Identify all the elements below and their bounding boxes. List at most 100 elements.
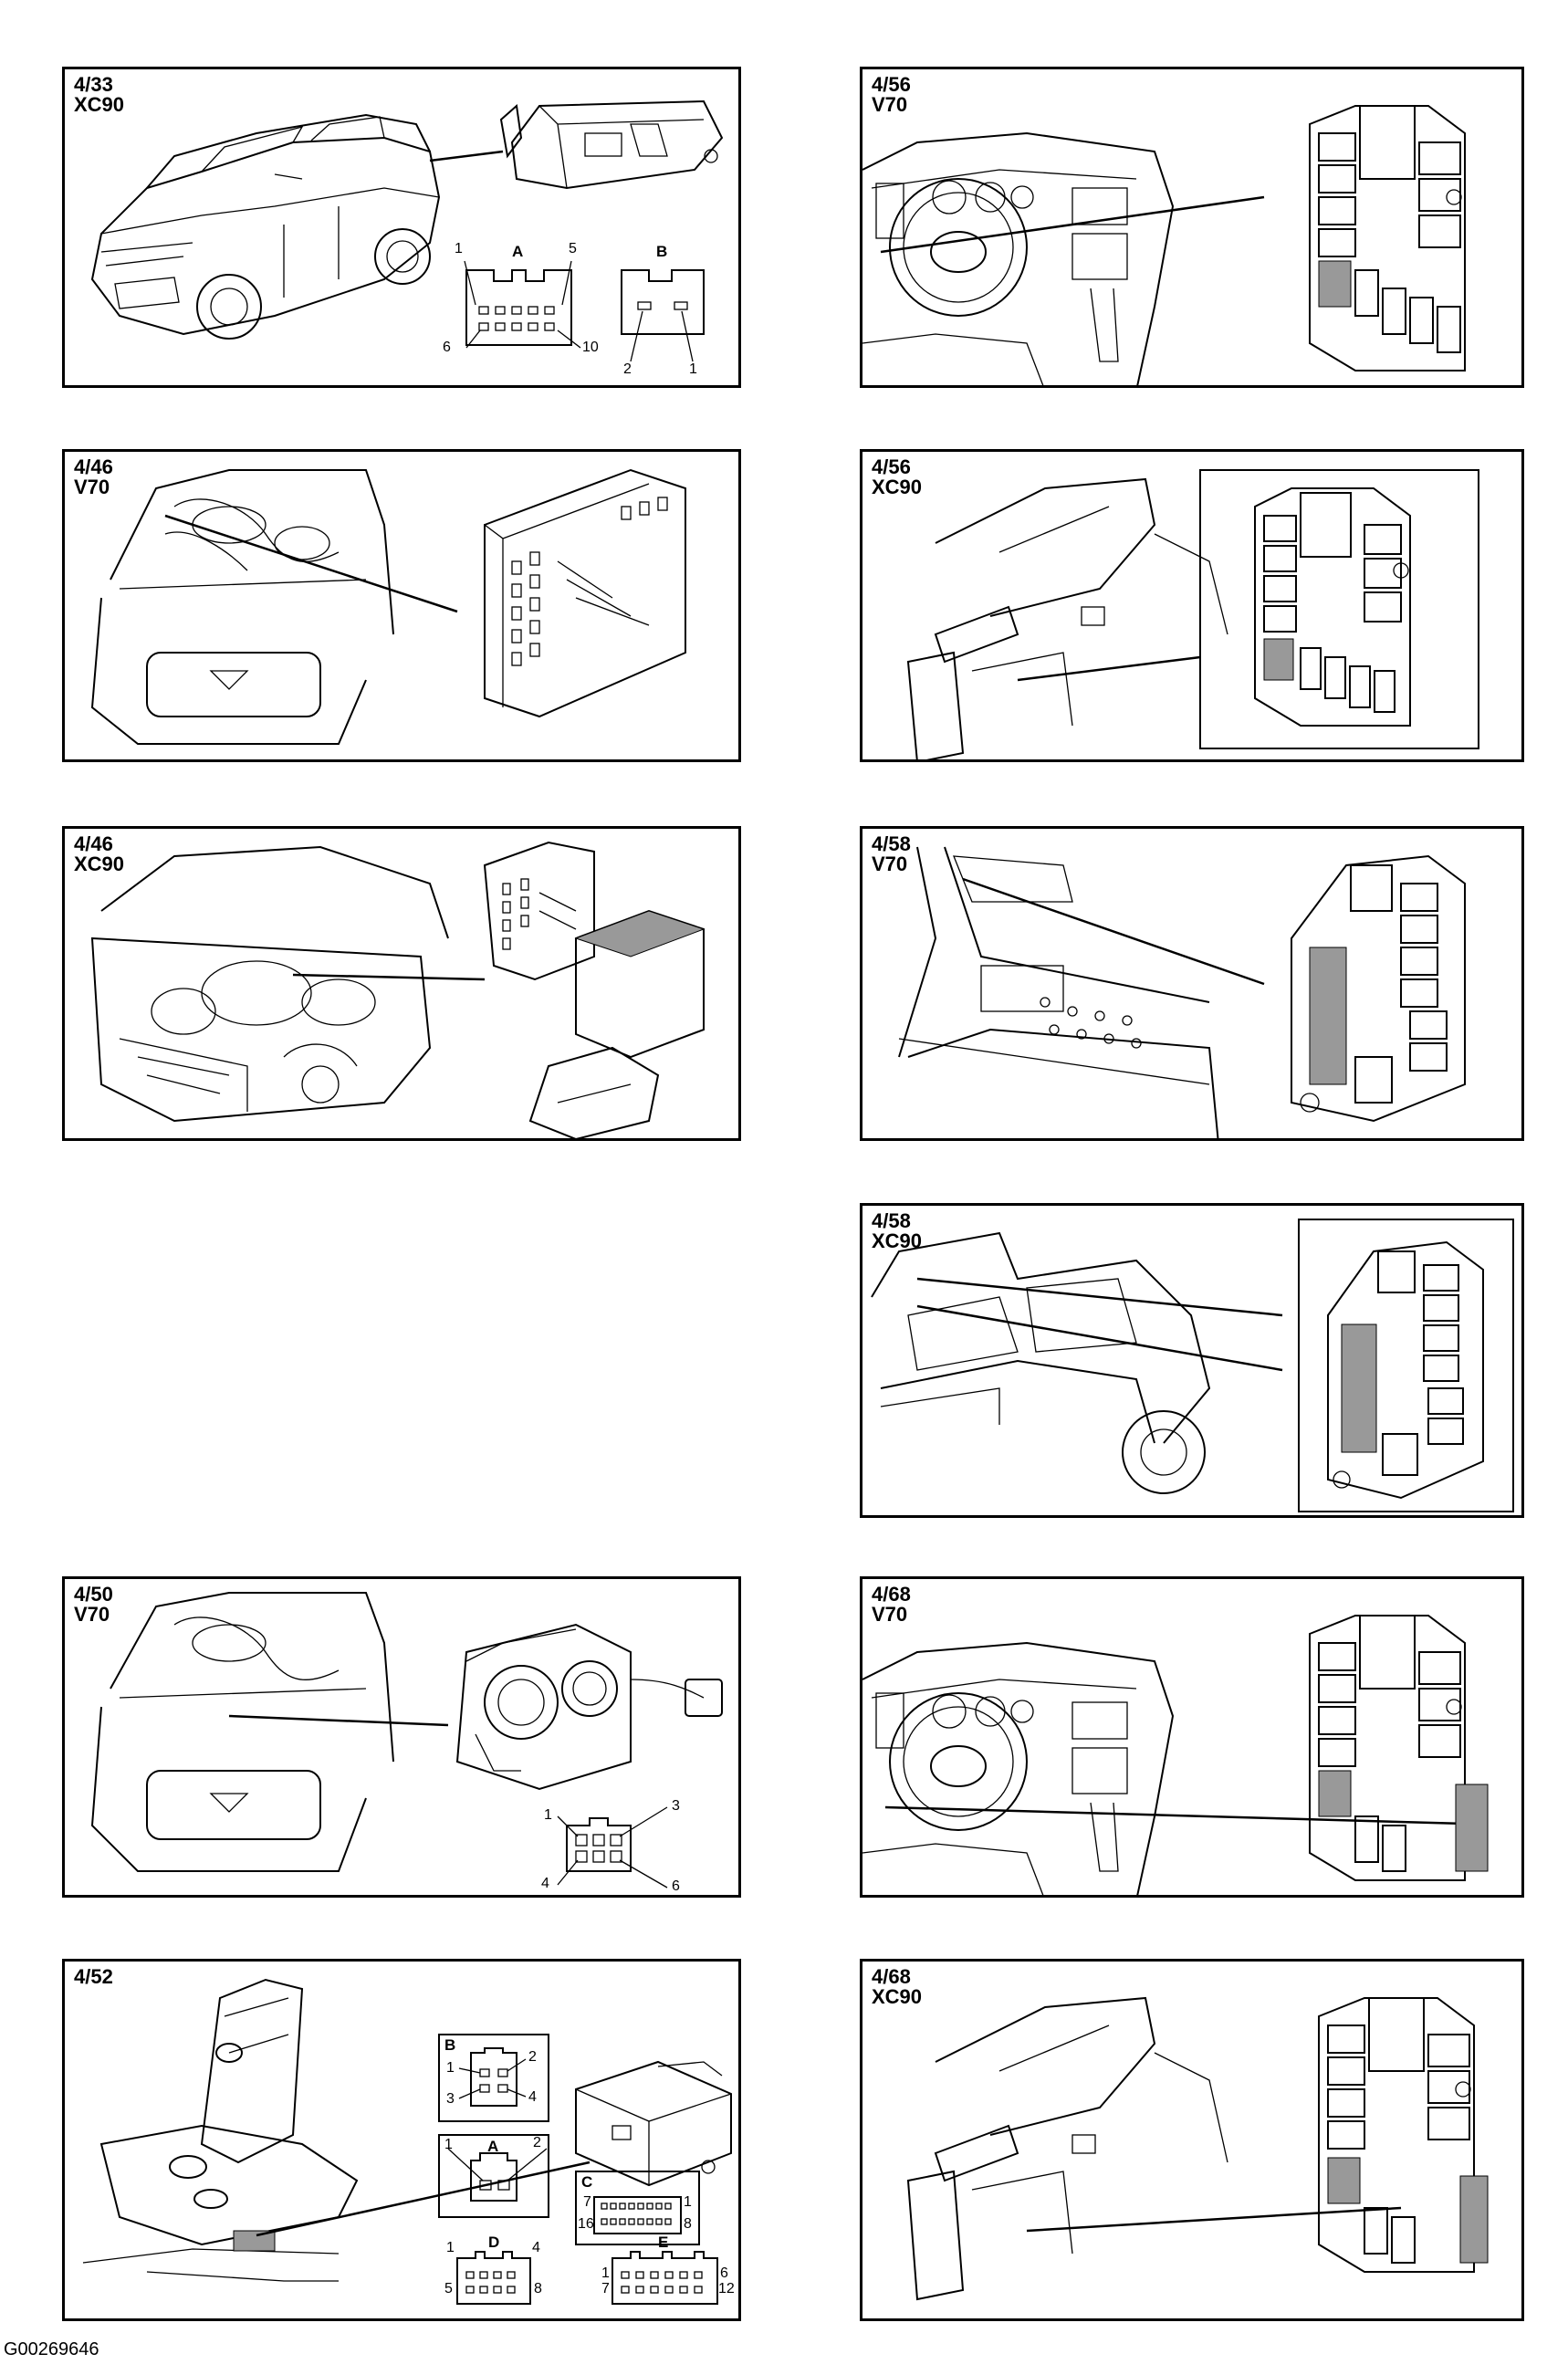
panel-label: 4/56 XC90 [872, 457, 922, 497]
panel-model: XC90 [872, 1985, 923, 2008]
connector-a [464, 260, 581, 349]
fuse-relay-box-drawing [1327, 1240, 1484, 1500]
pin-label: 2 [528, 2049, 537, 2065]
panel-code: 4/58 [872, 832, 911, 855]
panel-4-58-v70: 4/58 V70 [860, 826, 1524, 1141]
dashboard-side-illustration [906, 1996, 1402, 2301]
pin-label: 1 [444, 2137, 453, 2152]
cargo-area-illustration [898, 846, 1265, 1138]
panel-code: 4/52 [74, 1965, 113, 1988]
pin-label: 5 [444, 2281, 453, 2297]
pin-label: 6 [720, 2265, 728, 2281]
panel-code: 4/56 [872, 73, 911, 96]
panel-4-46-v70: 4/46 V70 [62, 449, 741, 762]
pin-label: 1 [455, 241, 463, 256]
pin-label: 1 [446, 2240, 455, 2255]
panel-label: 4/68 XC90 [872, 1967, 922, 2007]
ecm-module-drawing [484, 468, 686, 718]
pin-label: 3 [672, 1798, 680, 1814]
dashboard-side-illustration [906, 469, 1479, 759]
pin-label: 12 [718, 2281, 735, 2297]
pin-label: 5 [569, 241, 577, 256]
engine-bay-illustration [90, 469, 458, 745]
figure-code: G00269646 [4, 2339, 99, 2359]
connector-a-label: A [512, 243, 524, 260]
pin-label: 1 [544, 1807, 552, 1823]
panel-label: 4/46 XC90 [74, 834, 124, 874]
panel-code: 4/46 [74, 455, 113, 478]
connector-e-label: E [658, 2234, 669, 2251]
connector-d-label: D [488, 2234, 500, 2251]
pin-label: 4 [528, 2089, 537, 2105]
pin-label: 6 [443, 340, 451, 355]
pin-label: 10 [582, 340, 599, 355]
panel-label: 4/33 XC90 [74, 75, 124, 115]
panel-4-33-xc90: 4/33 XC90 [62, 67, 741, 388]
pin-label: 1 [601, 2265, 610, 2281]
throttle-body-drawing [455, 1623, 723, 1791]
fuse-relay-box-drawing [1309, 105, 1466, 371]
pin-label: 4 [541, 1876, 549, 1891]
pin-label: 4 [532, 2240, 540, 2255]
connector-a [438, 2134, 549, 2218]
panel-4-68-xc90: 4/68 XC90 [860, 1959, 1524, 2321]
panel-model: XC90 [74, 853, 125, 875]
engine-bay-illustration [90, 1592, 449, 1872]
pin-label: 6 [672, 1878, 680, 1894]
panel-label: 4/52 [74, 1967, 113, 1987]
panel-4-68-v70: 4/68 V70 [860, 1576, 1524, 1898]
panel-code: 4/68 [872, 1965, 911, 1988]
xc90-suv-illustration [90, 99, 724, 340]
panel-4-52: 4/52 [62, 1959, 741, 2321]
panel-label: 4/46 V70 [74, 457, 113, 497]
connector-b-label: B [656, 243, 668, 260]
pin-label: 8 [534, 2281, 542, 2297]
pin-label: 1 [689, 361, 697, 377]
engine-bay-illustration [90, 845, 486, 1123]
panel-4-50-v70: 4/50 V70 1 3 4 6 [62, 1576, 741, 1898]
connector-a-label: A [487, 2138, 499, 2155]
pin-label: 7 [583, 2194, 591, 2210]
connector-e [612, 2251, 718, 2305]
seat-module-drawing [575, 2060, 732, 2187]
panel-model: XC90 [74, 93, 125, 116]
panel-model: XC90 [872, 476, 923, 498]
seat-illustration [82, 1978, 591, 2282]
pin-label: 2 [533, 2135, 541, 2150]
panel-4-56-xc90: 4/56 XC90 [860, 449, 1524, 762]
pin-label: 1 [684, 2194, 692, 2210]
panel-4-46-xc90: 4/46 XC90 [62, 826, 741, 1141]
connector-b-label: B [444, 2036, 456, 2054]
panel-code: 4/68 [872, 1583, 911, 1606]
ecm-module-drawing [483, 841, 706, 1138]
connector-c-label: C [581, 2173, 593, 2191]
fuse-relay-box-drawing [1318, 1997, 1489, 2273]
pin-label: 3 [446, 2091, 455, 2107]
connector-b [438, 2034, 549, 2122]
panel-code: 4/56 [872, 455, 911, 478]
panel-model: V70 [872, 853, 908, 875]
panel-model: V70 [872, 93, 908, 116]
panel-model: XC90 [872, 1229, 923, 1252]
dashboard-illustration [862, 131, 1265, 385]
panel-4-58-xc90: 4/58 XC90 [860, 1203, 1524, 1518]
pin-label: 2 [623, 361, 632, 377]
panel-4-56-v70: 4/56 V70 [860, 67, 1524, 388]
fuse-relay-box-drawing [1291, 854, 1466, 1123]
panel-model: V70 [872, 1603, 908, 1626]
panel-label: 4/56 V70 [872, 75, 911, 115]
connector-d [456, 2251, 531, 2305]
panel-label: 4/58 XC90 [872, 1211, 922, 1251]
connector-6pin [557, 1806, 668, 1888]
connector-c [575, 2171, 700, 2245]
panel-code: 4/46 [74, 832, 113, 855]
panel-code: 4/58 [872, 1209, 911, 1232]
pin-label: 1 [446, 2060, 455, 2076]
panel-model: V70 [74, 1603, 110, 1626]
panel-code: 4/50 [74, 1583, 113, 1606]
panel-label: 4/58 V70 [872, 834, 911, 874]
fuse-relay-box-drawing [1309, 1615, 1489, 1881]
panel-label: 4/50 V70 [74, 1585, 113, 1625]
suv-rear-illustration [871, 1219, 1514, 1512]
panel-code: 4/33 [74, 73, 113, 96]
